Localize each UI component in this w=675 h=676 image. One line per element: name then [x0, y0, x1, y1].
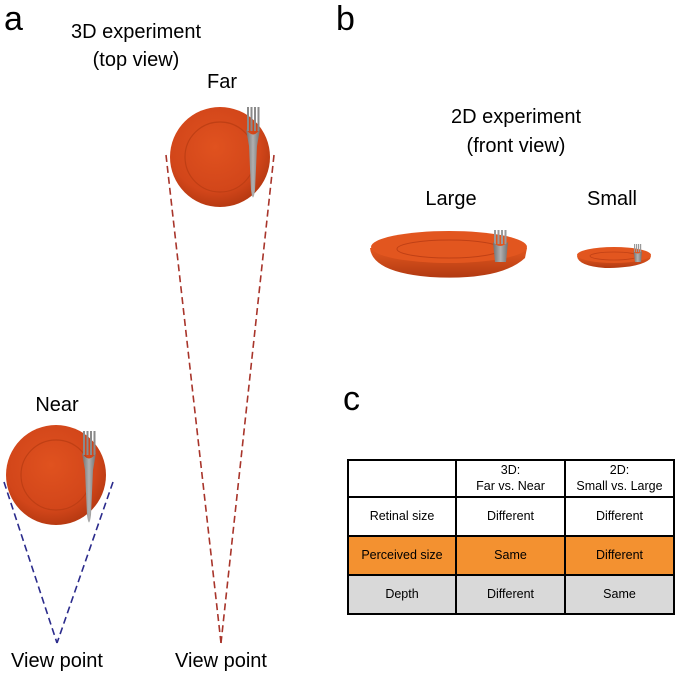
- panel-a-title-line1: 3D experiment: [71, 21, 202, 43]
- panel-c-letter: c: [343, 380, 360, 418]
- far-sightline-left: [165, 154, 222, 644]
- near-viewpoint-label: View point: [11, 650, 103, 672]
- far-label: Far: [207, 71, 237, 93]
- panel-b-title-line2: (front view): [467, 135, 566, 157]
- panel-a-letter: a: [4, 0, 23, 38]
- cell-2d-perceived-size: Different: [564, 535, 675, 576]
- large-plate: [370, 230, 527, 278]
- fork-icon: [82, 431, 96, 523]
- comparison-table: 3D: Far vs. Near 2D: Small vs. Large Ret…: [347, 459, 675, 615]
- fork-icon: [493, 230, 508, 262]
- panel-b-title-line1: 2D experiment: [451, 106, 582, 128]
- far-viewpoint-label: View point: [175, 650, 267, 672]
- row-label-perceived-size: Perceived size: [347, 535, 457, 576]
- header-cell-2d: 2D: Small vs. Large: [564, 459, 675, 498]
- near-sightline-right: [56, 481, 114, 644]
- table-row: Retinal size Different Different: [347, 496, 675, 537]
- header-cell-3d: 3D: Far vs. Near: [455, 459, 566, 498]
- table-header-row: 3D: Far vs. Near 2D: Small vs. Large: [347, 459, 675, 498]
- fork-icon: [633, 244, 642, 262]
- table-row: Perceived size Same Different: [347, 535, 675, 576]
- cell-2d-retinal-size: Different: [564, 496, 675, 537]
- header-cell-empty: [347, 459, 457, 498]
- panel-a-title-line2: (top view): [93, 49, 180, 71]
- row-label-depth: Depth: [347, 574, 457, 615]
- fork-icon: [246, 107, 260, 198]
- cell-3d-perceived-size: Same: [455, 535, 566, 576]
- far-sightline-right: [220, 154, 275, 644]
- small-plate: [577, 244, 651, 268]
- plate-icon: [577, 247, 651, 263]
- near-label: Near: [35, 394, 79, 416]
- cell-3d-retinal-size: Different: [455, 496, 566, 537]
- row-label-retinal-size: Retinal size: [347, 496, 457, 537]
- table-row: Depth Different Same: [347, 574, 675, 615]
- near-sightline-left: [3, 481, 58, 644]
- far-plate: [170, 107, 270, 207]
- large-label: Large: [425, 188, 476, 210]
- near-plate: [6, 425, 106, 525]
- cell-2d-depth: Same: [564, 574, 675, 615]
- panel-b-letter: b: [336, 0, 355, 38]
- small-label: Small: [587, 188, 637, 210]
- cell-3d-depth: Different: [455, 574, 566, 615]
